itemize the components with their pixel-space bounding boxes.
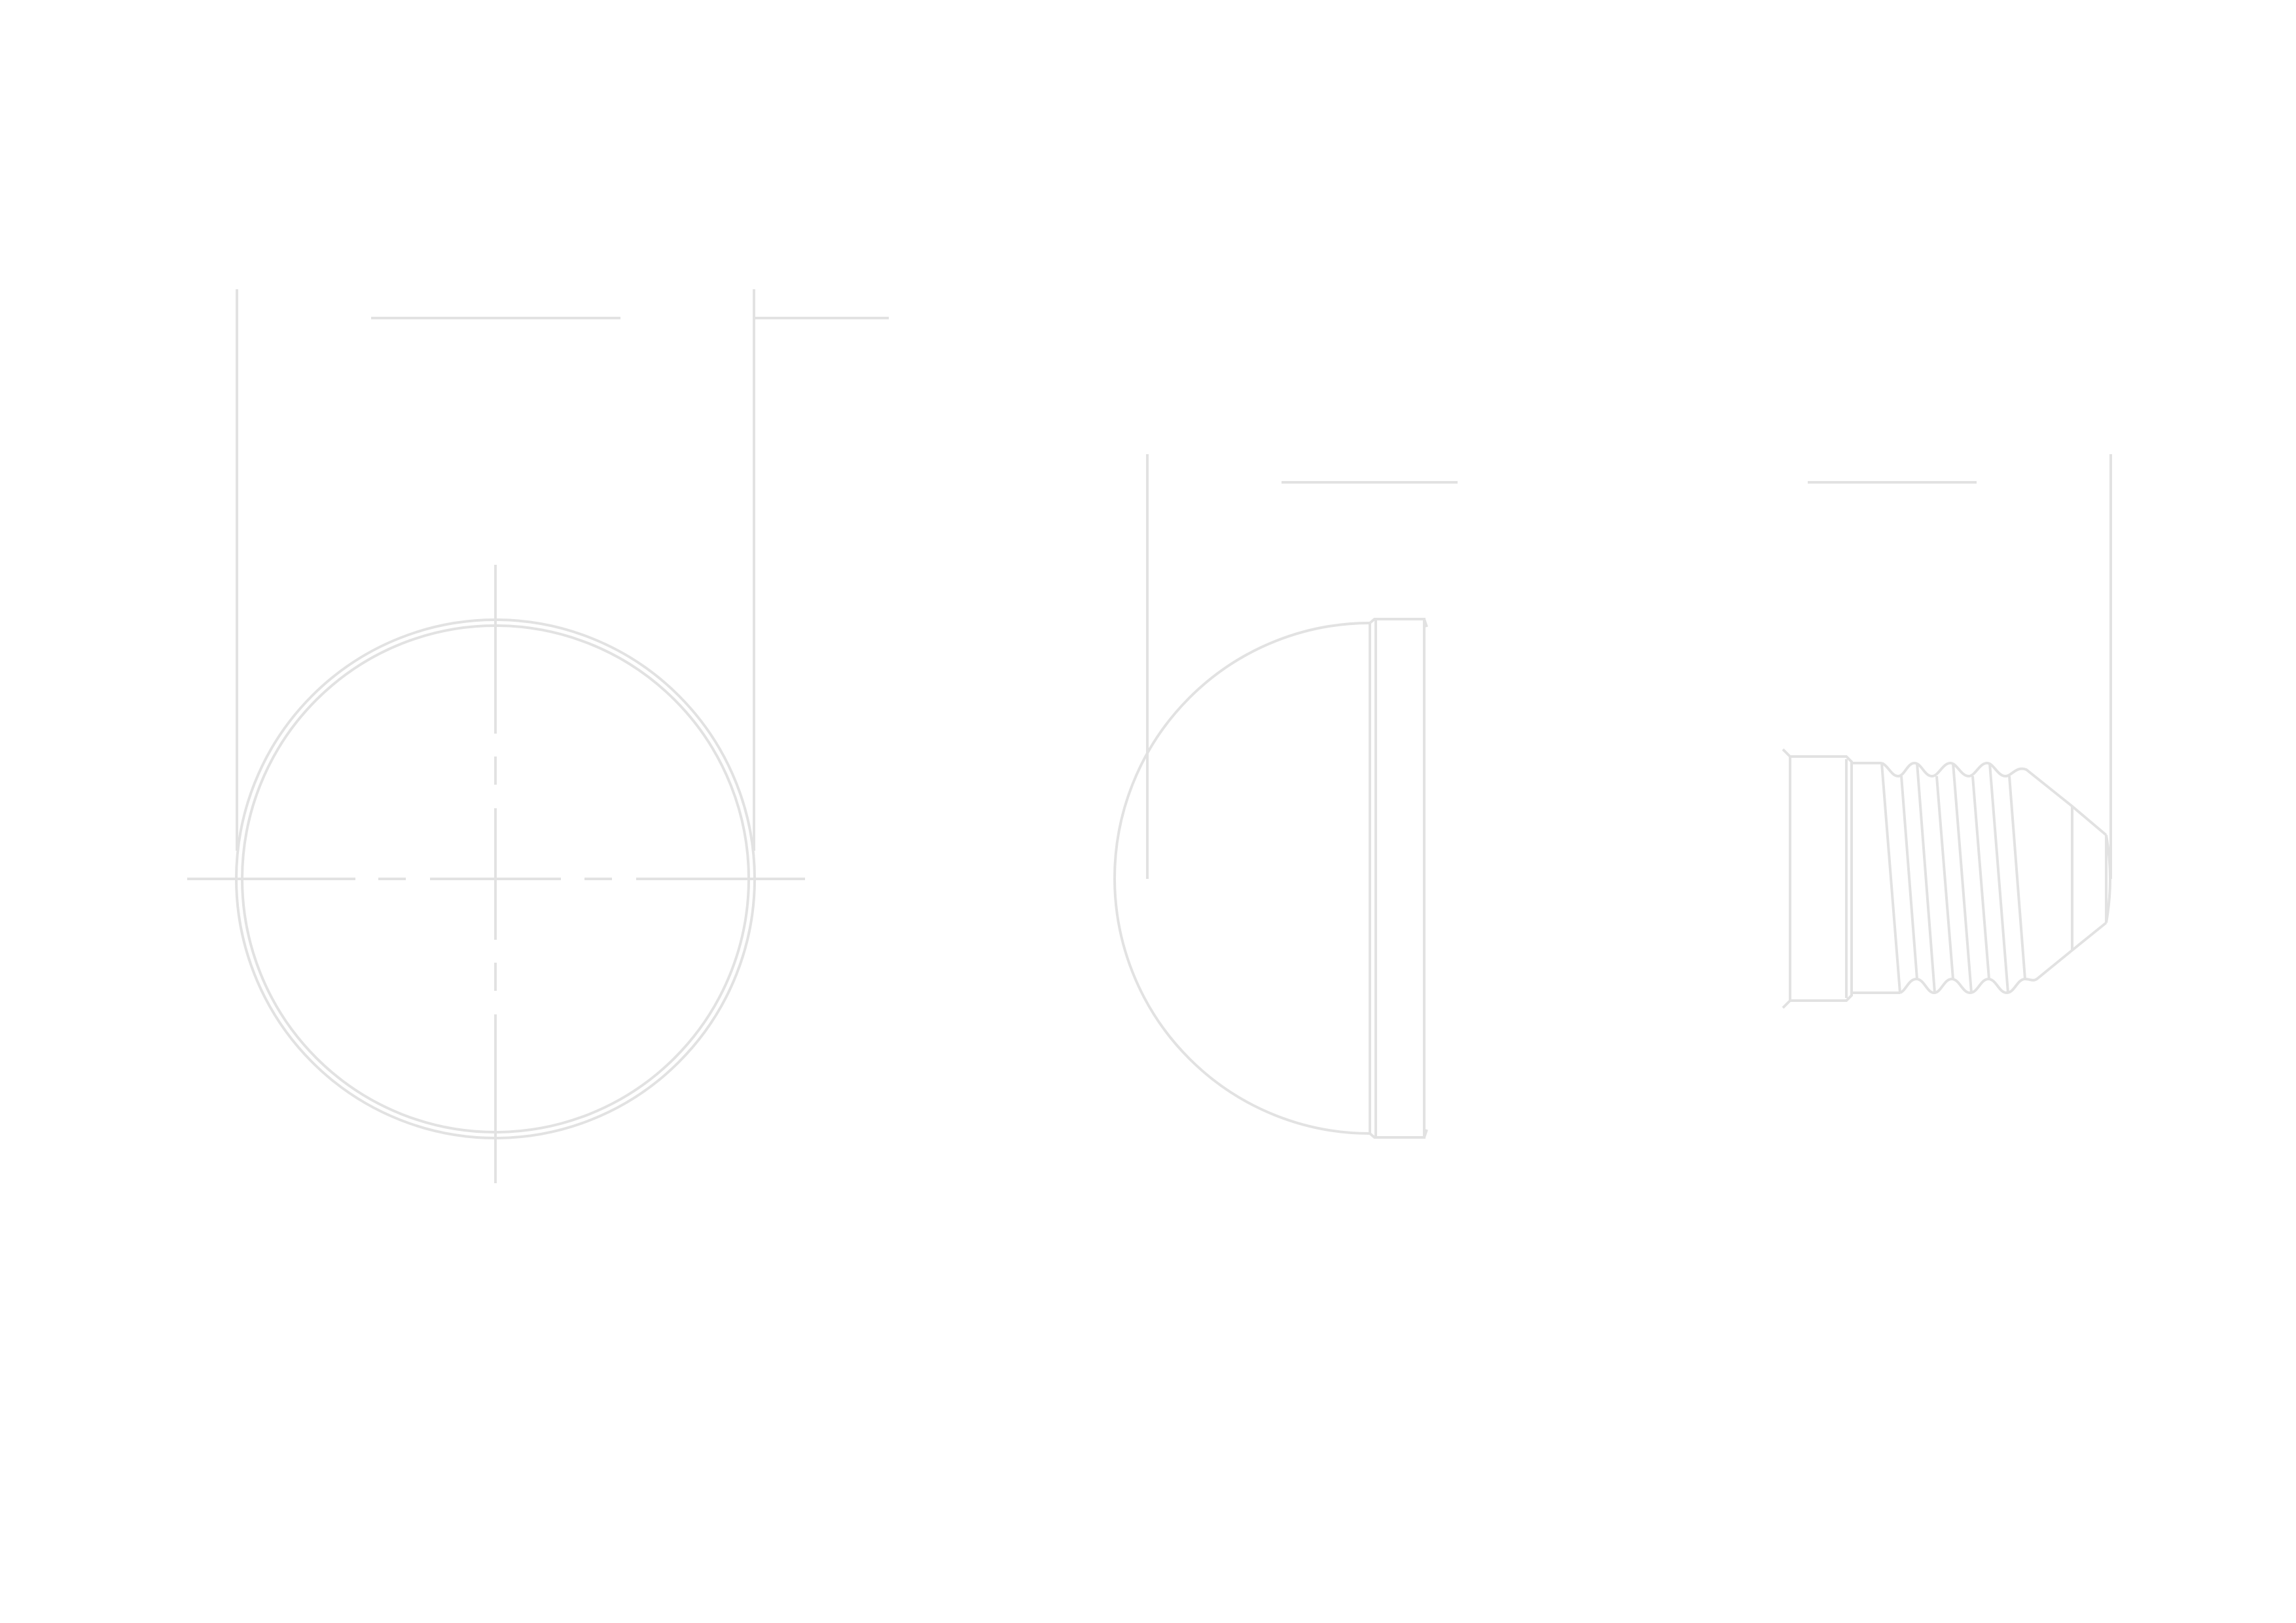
front-view — [187, 289, 889, 1183]
dome-profile — [1113, 622, 1371, 1135]
tip-arc — [2105, 834, 2111, 923]
side-section-view — [1113, 454, 1458, 1139]
cap-chamfer-top — [1782, 748, 1791, 758]
flange-outline — [1369, 618, 1426, 1139]
cap-chamfer-bottom — [1782, 999, 1791, 1009]
flange-tick-top — [1423, 618, 1428, 628]
shank-collar — [1852, 762, 1900, 994]
threaded-part-view — [1782, 454, 2112, 1009]
thread-crests-top — [1881, 761, 2108, 836]
thread-flanks — [1880, 762, 2026, 993]
flange-tick-bottom — [1423, 1129, 1428, 1138]
cap-outline — [1789, 755, 1853, 1002]
